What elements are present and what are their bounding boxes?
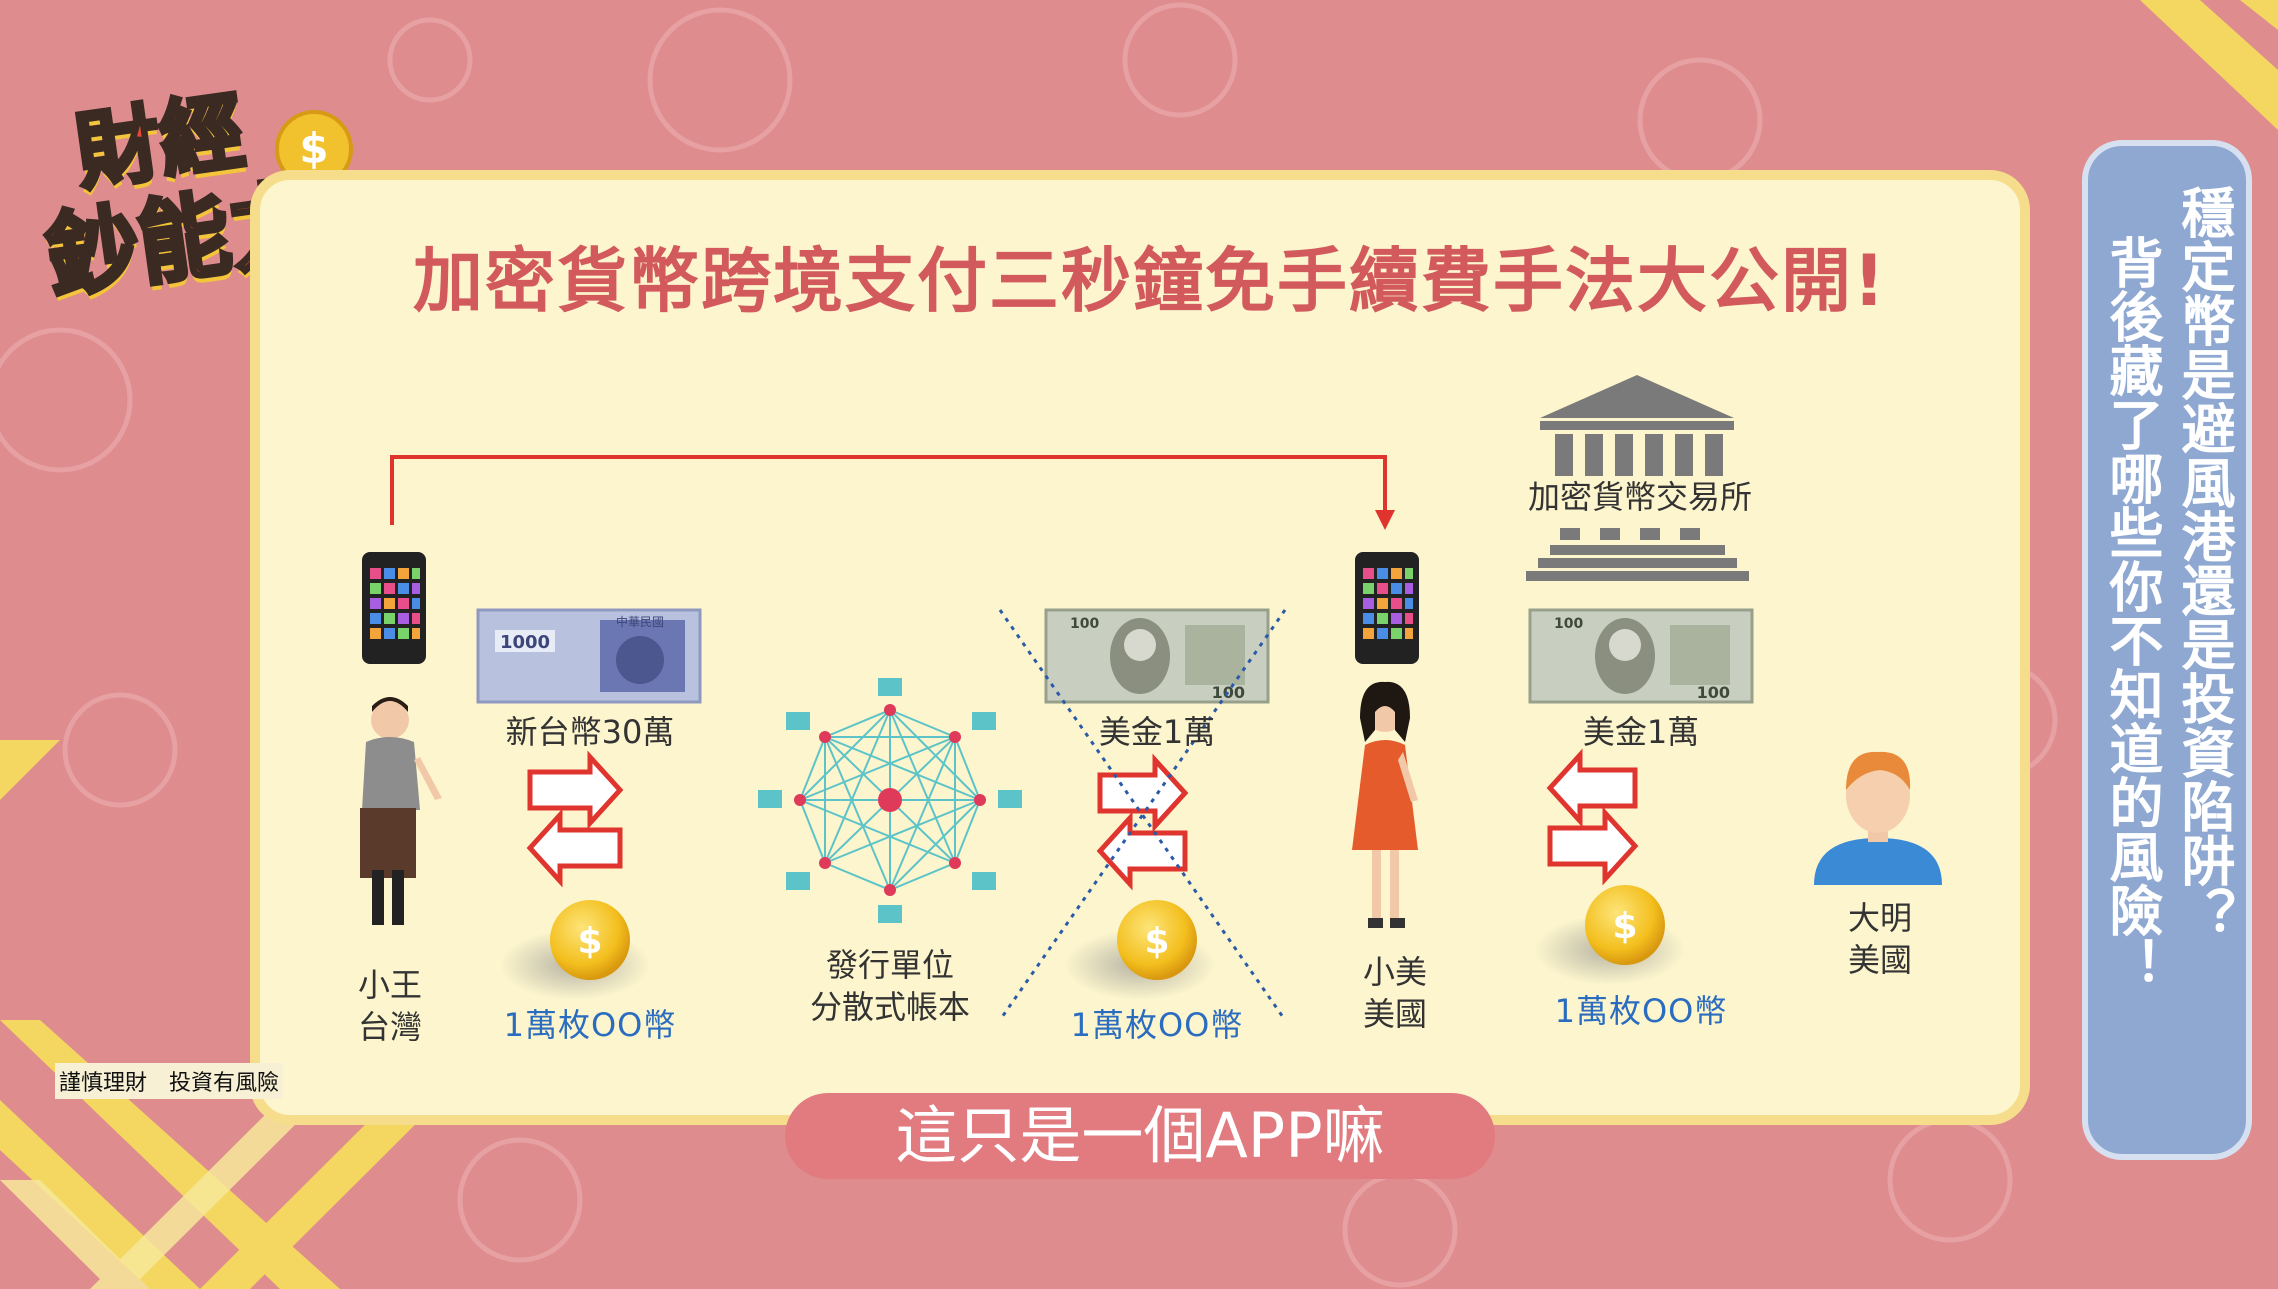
usd-banknote-icon: 100 100 xyxy=(1528,608,1754,704)
twd-note-value: 1000 xyxy=(500,632,550,653)
coin-icon xyxy=(1585,885,1665,965)
distributed-ledger-network-icon xyxy=(758,678,1022,923)
usd-note-value: 100 xyxy=(1697,683,1730,702)
exchange-arrows-left xyxy=(526,750,624,888)
exchange-label: 加密貨幣交易所 xyxy=(1527,478,1752,516)
disclaimer-text: 謹慎理財 投資有風險 xyxy=(55,1063,284,1099)
twd-note-issuer: 中華民國 xyxy=(616,614,664,629)
cross-out-mark xyxy=(998,609,1287,1021)
usd-amount-label: 美金1萬 xyxy=(1582,713,1700,751)
issuer-label: 發行單位 分散式帳本 xyxy=(809,946,970,1026)
coin-symbol: $ xyxy=(1144,921,1169,962)
xiaowang-label: 小王 台灣 xyxy=(357,966,422,1046)
exchange-building-icon xyxy=(1526,375,1749,581)
usd-note-value: 100 xyxy=(1554,616,1583,632)
daming-label: 大明 美國 xyxy=(1847,899,1912,979)
xiaomei-label: 小美 美國 xyxy=(1362,953,1427,1033)
phone-icon xyxy=(1355,552,1419,664)
sidebar-headline-1: 穩定幣是避風港還是投資陷阱？ xyxy=(2172,185,2235,941)
man-avatar-icon xyxy=(1814,751,1942,885)
subtitle-caption: 這只是一個APP嘛 xyxy=(785,1093,1495,1179)
usd-banknote-icon: 100 100 xyxy=(1044,608,1270,704)
coin-symbol: $ xyxy=(577,921,602,962)
coin-amount-label: 1萬枚OO幣 xyxy=(1554,992,1728,1030)
top-transfer-arrow xyxy=(390,455,1395,530)
twd-banknote-icon: 1000 中華民國 xyxy=(476,608,702,704)
usd-amount-label: 美金1萬 xyxy=(1098,713,1216,751)
woman-figure-icon xyxy=(1352,681,1418,928)
sidebar-headline-2: 背後藏了哪些你不知道的風險！ xyxy=(2100,235,2163,991)
twd-amount-label: 新台幣30萬 xyxy=(505,713,675,751)
phone-icon xyxy=(362,552,426,664)
topic-sidebar xyxy=(2082,140,2252,1160)
usd-note-value: 100 xyxy=(1070,616,1099,632)
coin-symbol: $ xyxy=(1612,906,1637,947)
coin-icon xyxy=(1117,900,1197,980)
coin-icon xyxy=(550,900,630,980)
exchange-arrows-right xyxy=(1546,748,1639,886)
panel-title: 加密貨幣跨境支付三秒鐘免手續費手法大公開! xyxy=(413,240,1887,322)
man-figure-icon xyxy=(360,697,442,925)
coin-amount-label: 1萬枚OO幣 xyxy=(1070,1006,1244,1044)
coin-amount-label: 1萬枚OO幣 xyxy=(503,1006,677,1044)
exchange-arrows-middle xyxy=(1096,753,1189,891)
